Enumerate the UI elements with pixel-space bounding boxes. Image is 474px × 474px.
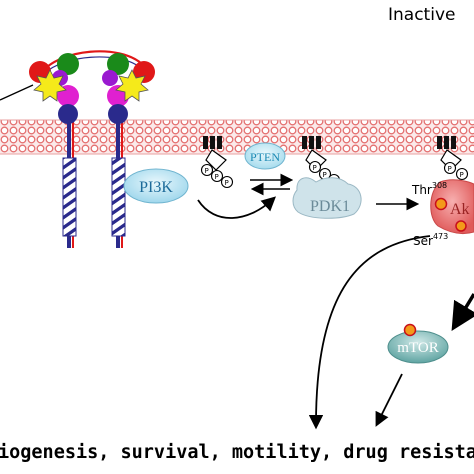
right-green-domain xyxy=(107,53,129,75)
plasma-membrane xyxy=(0,120,474,154)
thr308-label: Thr308 xyxy=(411,181,447,197)
svg-text:Thr308: Thr308 xyxy=(411,181,447,197)
akt-label: Ak xyxy=(450,201,470,218)
svg-text:P: P xyxy=(460,171,464,179)
mtor-to-outcomes-arrow xyxy=(375,373,403,427)
svg-text:P: P xyxy=(205,167,209,175)
pip-lipid-1: P P P xyxy=(200,136,234,189)
phosphate-icon xyxy=(220,175,234,189)
right-purple-domain xyxy=(102,70,118,86)
state-label: Inactive xyxy=(388,5,455,25)
phosphate-icon xyxy=(210,169,224,183)
svg-text:P: P xyxy=(215,173,219,181)
receptor-dimer xyxy=(29,50,155,248)
outcomes-text: iogenesis, survival, motility, drug resi… xyxy=(0,442,474,463)
pdk1-node: PDK1 xyxy=(292,177,362,219)
right-navy-domain xyxy=(108,104,128,124)
thr308-site-icon xyxy=(434,197,448,211)
akt-to-mtor-arrow xyxy=(451,293,474,331)
ligand-arc-inner xyxy=(43,56,139,75)
pten-label: PTEN xyxy=(250,150,280,164)
pten-node: PTEN xyxy=(244,142,286,170)
left-green-domain xyxy=(57,53,79,75)
phosphate-icon xyxy=(443,161,457,175)
akt-to-outcomes-arrow xyxy=(308,235,431,430)
left-kinase-domain xyxy=(62,157,77,237)
pdk1-label: PDK1 xyxy=(310,198,350,215)
pi3k-arrow xyxy=(197,196,276,219)
phosphate-icon xyxy=(200,163,214,177)
pi3k-node: PI3K xyxy=(123,168,189,204)
phosphate-icon xyxy=(455,167,469,181)
pip-lipid-3: P P xyxy=(437,136,469,181)
callout-line xyxy=(0,84,34,101)
pi3k-label: PI3K xyxy=(139,179,173,196)
ser473-site-icon xyxy=(455,220,467,232)
mtor-site-icon xyxy=(403,323,417,337)
left-navy-domain xyxy=(58,104,78,124)
svg-text:Ser473: Ser473 xyxy=(413,232,448,248)
ser473-label: Ser473 xyxy=(413,232,448,248)
svg-text:P: P xyxy=(323,171,327,179)
mtor-label: mTOR xyxy=(397,340,438,356)
svg-text:P: P xyxy=(313,164,317,172)
svg-text:P: P xyxy=(448,165,452,173)
left-ligand-star xyxy=(33,69,67,102)
akt-node: Ak xyxy=(430,179,474,235)
right-ligand-star xyxy=(115,69,149,102)
phosphate-icon xyxy=(308,160,322,174)
svg-text:P: P xyxy=(225,179,229,187)
equilibrium-arrows xyxy=(250,173,294,196)
mtor-node: mTOR xyxy=(387,323,449,364)
right-kinase-domain xyxy=(111,157,126,237)
